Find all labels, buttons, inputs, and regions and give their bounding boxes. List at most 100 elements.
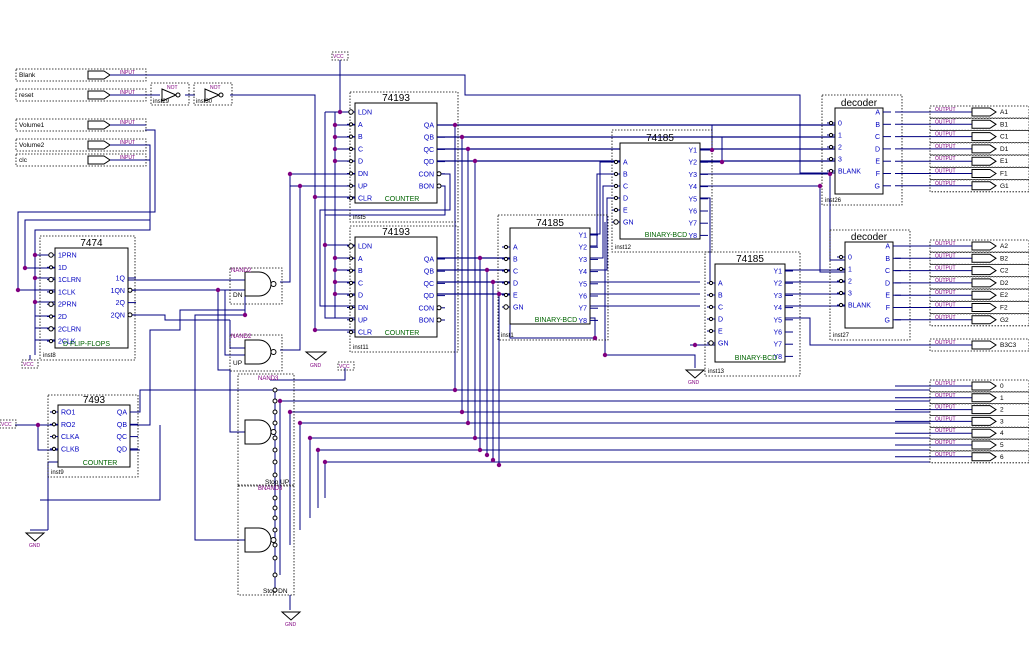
input-tag: INPUT: [120, 120, 135, 126]
pin-marker: [708, 340, 714, 346]
chip-ff: 74741PRN1D1CLRN1CLK2PRN2D2CLRN2CLK1Q1QN2…: [39, 235, 136, 361]
junction-dot: [332, 158, 338, 164]
vcc-label-top: VCC: [333, 54, 344, 60]
pin-label-left: D: [718, 317, 723, 324]
output-signal-name: B2: [1000, 255, 1008, 262]
junction-dot: [315, 447, 321, 453]
junction-dot: [332, 267, 338, 273]
junction-dot: [692, 342, 698, 348]
pin-bubble: [127, 287, 133, 293]
pin-label-left: 1: [838, 133, 842, 140]
chip-inst-label: inst11: [353, 345, 369, 351]
stop-up-input-bubble: [272, 447, 278, 453]
pin-marker: [613, 207, 619, 213]
pin-marker: [348, 256, 354, 261]
pin-label-left: 0: [848, 255, 852, 262]
chip-inst-label: inst8: [43, 353, 56, 359]
nand-symbol-icon: [244, 271, 272, 297]
chip-u1: 74185ABCDEGNY1Y2Y3Y4Y5Y6Y7Y8inst1BINARY-…: [497, 214, 609, 341]
pin-label-left: C: [358, 280, 363, 287]
output-signal-name: 2: [1000, 407, 1004, 414]
chip-u12-body: [619, 142, 701, 240]
junction-dot: [32, 299, 38, 305]
pin-label-right: QC: [117, 434, 128, 441]
pin-label-right: BON: [419, 318, 434, 325]
nand-tag: NAND2: [231, 268, 252, 274]
input-signal-name: Blank: [19, 72, 36, 79]
pin-label-right: Y3: [773, 293, 782, 300]
junction-dot: [452, 387, 458, 393]
pin-label-left: 2PRN: [58, 302, 77, 309]
pin-label-right: B: [875, 122, 880, 129]
pin-label-left: C: [718, 305, 723, 312]
output-buffer-icon: [971, 144, 997, 154]
output-signal-name: A1: [1000, 109, 1008, 116]
pin-label-right: D: [875, 146, 880, 153]
gate-frame: [237, 484, 295, 596]
input-signal-name: Volume1: [19, 122, 45, 129]
chip-inst-label: inst12: [615, 245, 632, 251]
pin-label-right: CON: [418, 305, 434, 312]
pin-label-right: QB: [424, 269, 434, 276]
output-tag: OUTPUT: [935, 381, 956, 387]
chip-part-label: decoder: [841, 98, 878, 109]
output-tag: OUTPUT: [935, 290, 956, 296]
pin-label-right: Y6: [578, 294, 587, 301]
output-buffer-icon: [971, 156, 997, 166]
pin-label-left: E: [623, 208, 628, 215]
pin-label-right: C: [875, 134, 880, 141]
pin-marker: [348, 305, 354, 310]
junction-dot: [477, 447, 483, 453]
pin-marker: [838, 290, 844, 296]
pin-marker: [708, 292, 714, 298]
pin-marker: [838, 266, 844, 272]
output-tag: OUTPUT: [935, 393, 956, 399]
output-tag: OUTPUT: [935, 303, 956, 309]
gnd-label-2: GND: [688, 380, 700, 386]
output-buffer-icon: [971, 119, 997, 129]
junction-dot: [709, 147, 715, 153]
output-tag: OUTPUT: [935, 266, 956, 272]
output-buffer-icon: [971, 266, 997, 276]
pin-label-left: CLKB: [61, 446, 80, 453]
pin-marker: [708, 280, 714, 286]
pin-label-left: DN: [358, 171, 368, 178]
junction-dot: [592, 335, 598, 341]
junction-dot: [242, 312, 248, 318]
stop-up-input-bubble: [272, 472, 278, 478]
chip-dec1-body: [834, 107, 884, 195]
output-frame: [929, 338, 1029, 352]
output-buffer-icon: [971, 416, 997, 426]
junction-dot: [32, 252, 38, 258]
pin-label-left: LDN: [358, 244, 372, 251]
output-signal-name: 4: [1000, 430, 1004, 437]
pin-marker: [348, 109, 354, 115]
pin-marker: [348, 196, 354, 201]
pin-label-left: 2: [848, 279, 852, 286]
pin-label-right: E: [885, 293, 890, 300]
chip-u5-frame: [349, 91, 459, 223]
pin-label-right: Y1: [688, 148, 697, 155]
chip-u11-body: [354, 236, 438, 338]
chip-cnt-body: [57, 404, 131, 468]
chip-part-label: 74185: [646, 133, 674, 144]
nand-bubble: [270, 349, 277, 355]
junction-dot: [472, 158, 478, 164]
chip-title-label: COUNTER: [385, 196, 420, 203]
chip-ff-body: [54, 247, 129, 349]
stop-up-input-bubble: [272, 420, 278, 426]
chip-dec1-frame: [821, 94, 903, 206]
chip-u11-frame: [349, 225, 459, 353]
output-signal-name: C1: [1000, 134, 1009, 141]
